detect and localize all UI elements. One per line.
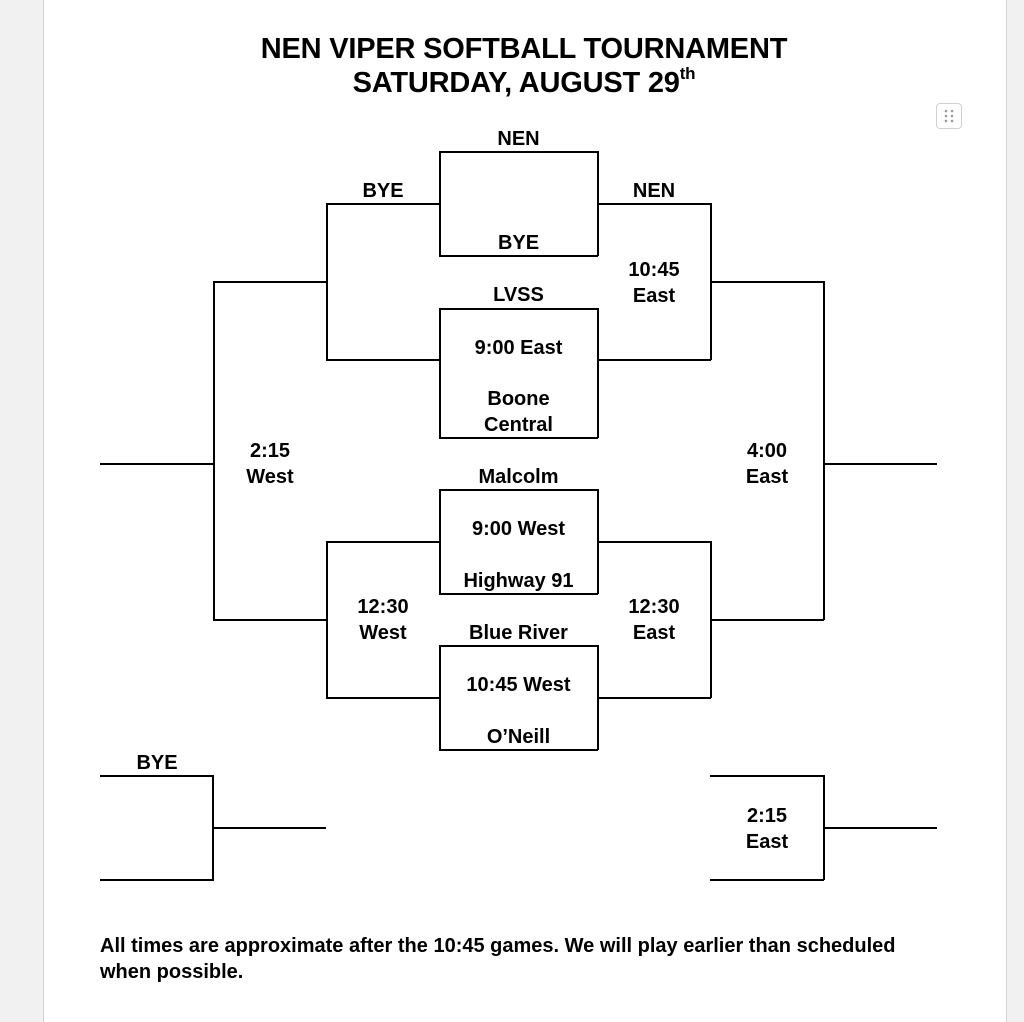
team-nen: NEN bbox=[497, 128, 540, 150]
bracket-line bbox=[597, 203, 711, 205]
bracket-line bbox=[213, 281, 215, 620]
bracket-line bbox=[326, 697, 440, 699]
bracket-line bbox=[326, 203, 440, 205]
bracket-line bbox=[439, 645, 598, 647]
bracket-line bbox=[710, 775, 824, 777]
bracket-line bbox=[213, 281, 327, 283]
bracket-line bbox=[212, 827, 326, 829]
game-time-1045-west: 10:45 West bbox=[466, 674, 571, 696]
game-time-900-east: 9:00 East bbox=[474, 337, 563, 359]
bracket-line bbox=[439, 489, 598, 491]
bracket-line bbox=[439, 255, 598, 257]
bracket-line bbox=[710, 879, 824, 881]
drag-handle-icon[interactable] bbox=[936, 103, 962, 129]
bracket-line bbox=[597, 308, 599, 438]
bracket-line bbox=[823, 463, 937, 465]
document-page bbox=[43, 0, 1007, 1022]
team-nen-advance: NEN bbox=[632, 180, 676, 202]
bracket-line bbox=[213, 619, 327, 621]
team-bye-left: BYE bbox=[362, 180, 404, 202]
page-subtitle: SATURDAY, AUGUST 29th bbox=[43, 64, 1005, 100]
bracket-line bbox=[439, 645, 441, 750]
bracket-line bbox=[439, 593, 598, 595]
bracket-line bbox=[597, 541, 711, 543]
game-time-1230-west: 12:30 West bbox=[357, 596, 409, 644]
bracket-line bbox=[439, 308, 598, 310]
bracket-line bbox=[823, 281, 825, 620]
page-title: NEN VIPER SOFTBALL TOURNAMENT bbox=[260, 33, 788, 65]
bracket-line bbox=[326, 359, 440, 361]
date-suffix: th bbox=[679, 64, 696, 83]
bracket-line bbox=[326, 541, 328, 698]
bracket-line bbox=[597, 645, 599, 750]
bracket-line bbox=[710, 281, 824, 283]
bracket-line bbox=[710, 541, 712, 698]
team-blue-river: Blue River bbox=[469, 622, 568, 644]
bracket-line bbox=[100, 879, 214, 881]
team-malcolm: Malcolm bbox=[478, 466, 559, 488]
bracket-line bbox=[710, 619, 824, 621]
bracket-line bbox=[439, 749, 598, 751]
game-time-1045-east: 10:45 East bbox=[628, 259, 680, 307]
game-time-900-west: 9:00 West bbox=[471, 518, 565, 540]
footer-note: All times are approximate after the 10:4… bbox=[100, 935, 896, 983]
team-lvss: LVSS bbox=[493, 284, 544, 306]
team-bye-bottom: BYE bbox=[136, 752, 178, 774]
bracket-line bbox=[597, 359, 711, 361]
bracket-line bbox=[326, 541, 440, 543]
bracket-line bbox=[823, 827, 937, 829]
team-bye: BYE bbox=[497, 232, 540, 254]
team-highway-91: Highway 91 bbox=[463, 570, 574, 592]
date-text: SATURDAY, AUGUST 29 bbox=[352, 67, 680, 99]
game-time-215-east: 2:15 East bbox=[745, 805, 789, 853]
bracket-line bbox=[100, 775, 214, 777]
team-oneill: O’Neill bbox=[486, 726, 551, 748]
bracket-line bbox=[597, 697, 711, 699]
game-time-1230-east: 12:30 East bbox=[628, 596, 680, 644]
team-boone-central: Boone Central bbox=[484, 388, 553, 436]
bracket-line bbox=[439, 151, 598, 153]
game-time-400-east: 4:00 East bbox=[745, 440, 789, 488]
bracket-line bbox=[439, 437, 598, 439]
game-time-215-west: 2:15 West bbox=[246, 440, 294, 488]
bracket-line bbox=[439, 308, 441, 438]
bracket-line bbox=[100, 463, 214, 465]
